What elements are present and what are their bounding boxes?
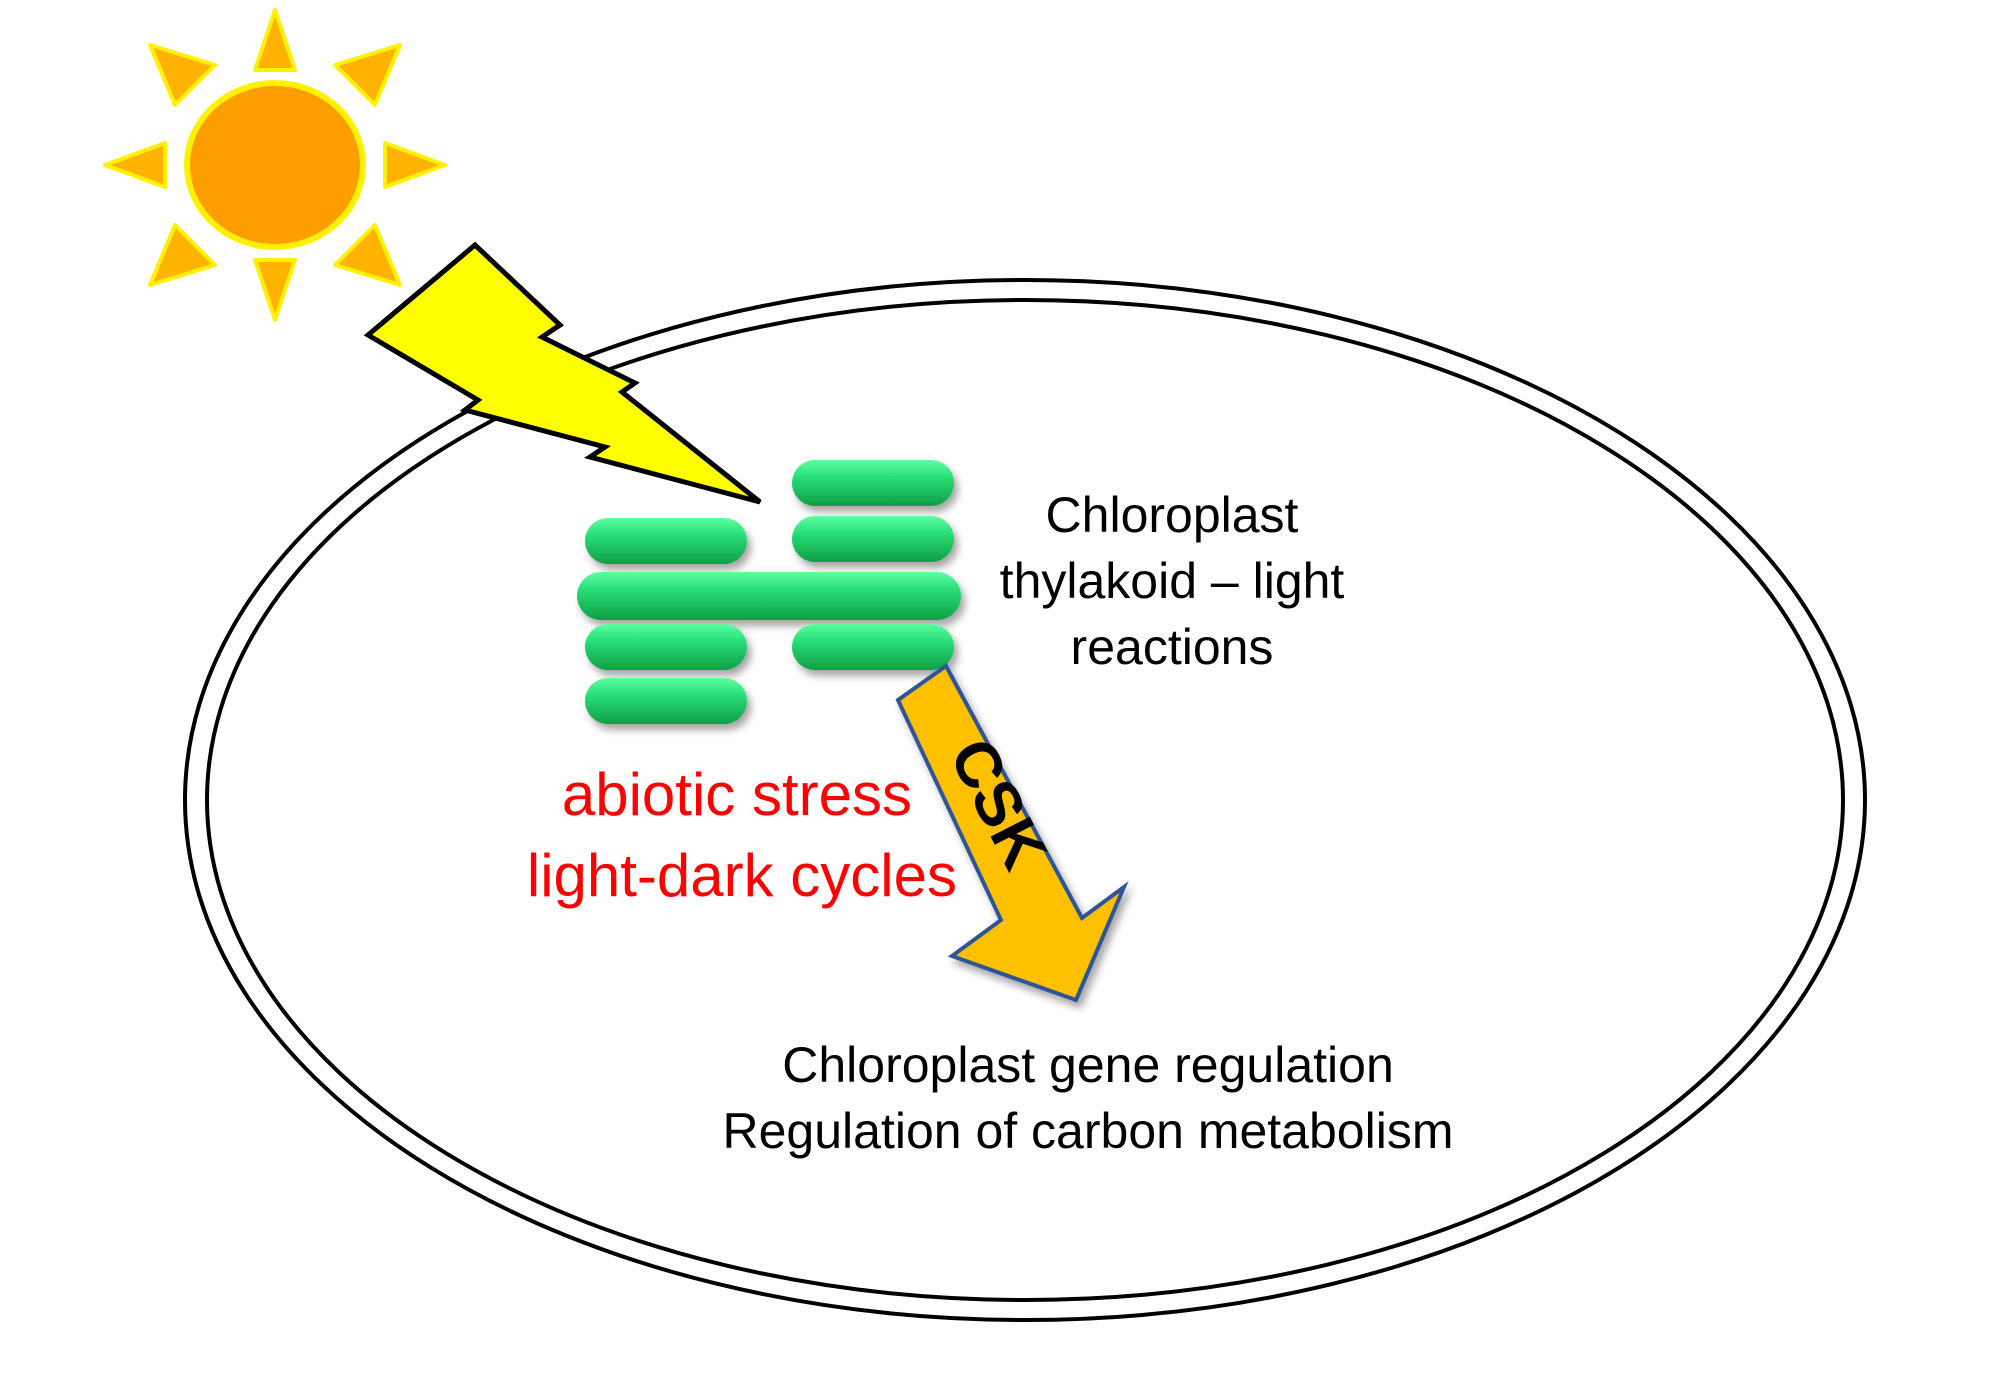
thylakoid-disc [585,624,747,670]
sun-ray [383,141,447,189]
thylakoid-disc [585,518,747,564]
output-label: Chloroplast gene regulation Regulation o… [723,1037,1454,1159]
csk-arrow: CSK [895,663,1129,1003]
arrow-down-right-icon [895,663,1129,1003]
thylakoid-lamella [577,572,961,620]
lightning-bolt-icon [363,241,762,505]
sun-ray [253,8,297,72]
output-label-line-2: Regulation of carbon metabolism [723,1103,1454,1159]
thylakoid-stack [577,460,961,724]
thylakoid-label-line-3: reactions [1071,619,1274,675]
output-label-line-1: Chloroplast gene regulation [782,1037,1394,1093]
cell-membrane [183,278,1867,1322]
cell-inner-membrane [205,298,1845,1302]
thylakoid-disc [792,516,954,562]
thylakoid-disc [792,460,954,506]
stress-label-line-1: abiotic stress [562,761,912,828]
thylakoid-disc [792,624,954,670]
sun-ray [333,223,402,287]
sun-ray [148,43,217,107]
sun-ray [103,141,167,189]
thylakoid-label: Chloroplast thylakoid – light reactions [1000,487,1345,675]
sun-ray [148,223,217,287]
sun-core [184,80,366,250]
sun-icon [103,8,447,322]
sun-ray [253,258,297,322]
sun-ray [333,43,402,107]
thylakoid-label-line-1: Chloroplast [1046,487,1299,543]
stress-label-line-2: light-dark cycles [527,842,957,909]
thylakoid-label-line-2: thylakoid – light [1000,553,1345,609]
stress-label: abiotic stress light-dark cycles [527,761,957,909]
cell-outer-membrane [183,278,1867,1322]
thylakoid-disc [585,678,747,724]
